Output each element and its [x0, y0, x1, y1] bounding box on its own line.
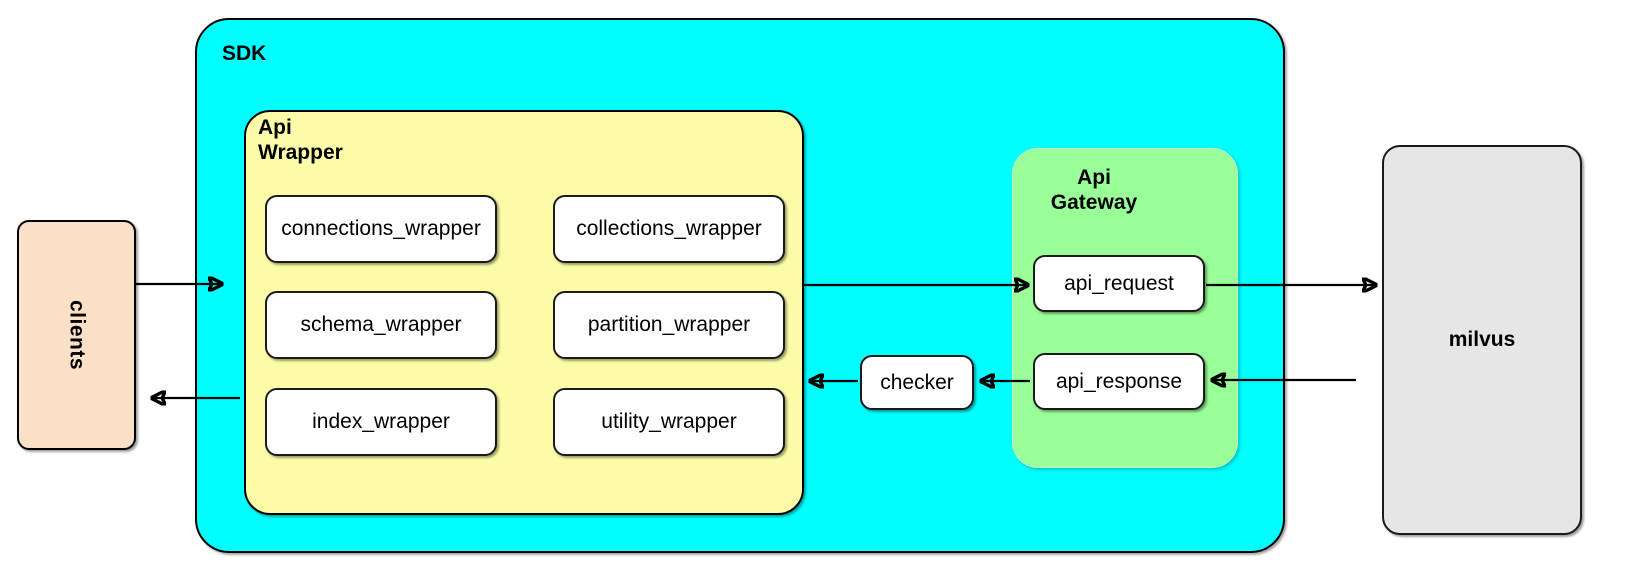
milvus-node[interactable]: milvus	[1382, 145, 1582, 535]
checker-node[interactable]: checker	[860, 355, 974, 410]
module-label: index_wrapper	[312, 410, 450, 433]
module-index-wrapper[interactable]: index_wrapper	[265, 388, 497, 456]
module-label: api_request	[1064, 271, 1174, 295]
module-label: collections_wrapper	[576, 217, 762, 240]
module-api-request[interactable]: api_request	[1033, 255, 1205, 312]
module-api-response[interactable]: api_response	[1033, 353, 1205, 410]
module-collections-wrapper[interactable]: collections_wrapper	[553, 195, 785, 263]
checker-label: checker	[880, 370, 954, 394]
module-label: api_response	[1055, 369, 1183, 393]
module-schema-wrapper[interactable]: schema_wrapper	[265, 291, 497, 359]
clients-label: clients	[65, 299, 89, 371]
api-gateway-label: Api Gateway	[1050, 166, 1138, 214]
module-label: schema_wrapper	[300, 313, 462, 336]
clients-node[interactable]: clients	[17, 220, 136, 450]
module-connections-wrapper[interactable]: connections_wrapper	[265, 195, 497, 263]
api-wrapper-label: Api Wrapper	[258, 116, 343, 164]
milvus-label: milvus	[1448, 328, 1516, 351]
module-label: connections_wrapper	[281, 217, 481, 240]
module-utility-wrapper[interactable]: utility_wrapper	[553, 388, 785, 456]
module-partition-wrapper[interactable]: partition_wrapper	[553, 291, 785, 359]
module-label: utility_wrapper	[601, 410, 737, 433]
module-label: partition_wrapper	[587, 313, 751, 336]
sdk-label: SDK	[222, 42, 267, 65]
